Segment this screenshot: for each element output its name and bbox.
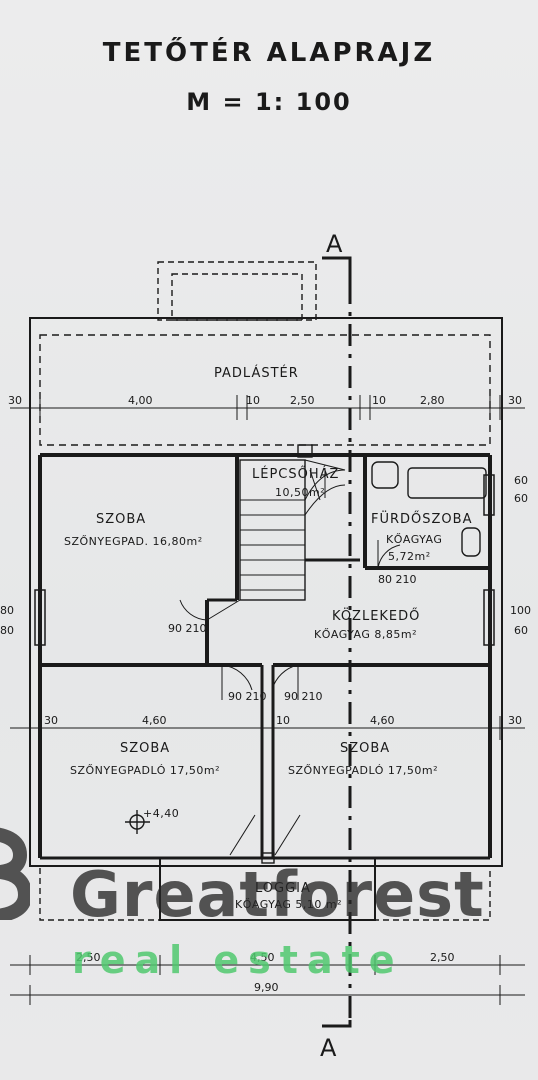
dim-top-4: 10 (372, 394, 386, 407)
stairs-area: 10,50m² (275, 486, 325, 499)
dim-bottom-1: 4,50 (250, 951, 275, 964)
room-se-label: SZOBA (340, 741, 390, 756)
dim-top-3: 2,50 (290, 394, 315, 407)
room-nw-label: SZOBA (96, 512, 146, 527)
room-sw-label: SZOBA (120, 741, 170, 756)
bathtub (407, 467, 487, 499)
plan-title: TETŐTÉR ALAPRAJZ (102, 38, 436, 68)
bath-label: FÜRDŐSZOBA (371, 510, 472, 527)
dim-top-0: 30 (8, 394, 22, 407)
dim-bottom-0: 2,50 (76, 951, 101, 964)
dim-total: 9,90 (254, 981, 279, 994)
bath-area: 5,72m² (388, 550, 431, 563)
room-sw-floor: SZŐNYEGPADLÓ 17,50m² (70, 763, 220, 777)
dim-mid-2: 10 (276, 714, 290, 727)
door-dim-1: 90 210 (168, 622, 207, 635)
brand-logo-icon (0, 827, 30, 920)
door-dim-4: 80 210 (378, 573, 417, 586)
dim-top-1: 4,00 (128, 394, 153, 407)
side-right-top-0: 60 (514, 474, 528, 487)
room-nw-floor: SZŐNYEGPAD. 16,80m² (64, 534, 203, 548)
side-left-0: 80 (0, 604, 14, 617)
dim-top-5: 2,80 (420, 394, 445, 407)
watermark-brand: Greatforest (70, 858, 485, 931)
watermark-tag: real estate (72, 938, 404, 982)
side-right-mid-1: 60 (514, 624, 528, 637)
stairs-label: LÉPCSŐHÁZ (252, 466, 339, 482)
dim-mid-0: 30 (44, 714, 58, 727)
hall-label: KÖZLEKEDŐ (332, 607, 420, 624)
loggia-floor: KŐAGYAG 5,10 m² (235, 897, 342, 911)
dim-top-2: 10 (246, 394, 260, 407)
building-outline (29, 317, 503, 867)
side-right-top-1: 60 (514, 492, 528, 505)
sink (371, 461, 399, 489)
dim-mid-3: 4,60 (370, 714, 395, 727)
roof-dormer-outline (157, 261, 317, 321)
dim-mid-4: 30 (508, 714, 522, 727)
section-mark-bottom: A (320, 1034, 337, 1062)
side-right-mid-0: 100 (510, 604, 531, 617)
plan-scale: M = 1: 100 (186, 88, 352, 116)
section-mark-top: A (326, 230, 343, 258)
dim-top-6: 30 (508, 394, 522, 407)
dim-mid-1: 4,60 (142, 714, 167, 727)
loggia-label: LOGGIA (255, 881, 311, 896)
toilet (461, 527, 481, 557)
attic-outline (39, 334, 491, 446)
bath-floor: KŐAGYAG (386, 532, 442, 546)
hall-floor: KŐAGYAG 8,85m² (314, 627, 417, 641)
side-left-1: 80 (0, 624, 14, 637)
attic-label: PADLÁSTÉR (214, 365, 299, 381)
door-dim-3: 90 210 (284, 690, 323, 703)
dim-bottom-2: 2,50 (430, 951, 455, 964)
door-dim-2: 90 210 (228, 690, 267, 703)
level-value: +4,40 (143, 807, 179, 820)
room-se-floor: SZŐNYEGPADLÓ 17,50m² (288, 763, 438, 777)
